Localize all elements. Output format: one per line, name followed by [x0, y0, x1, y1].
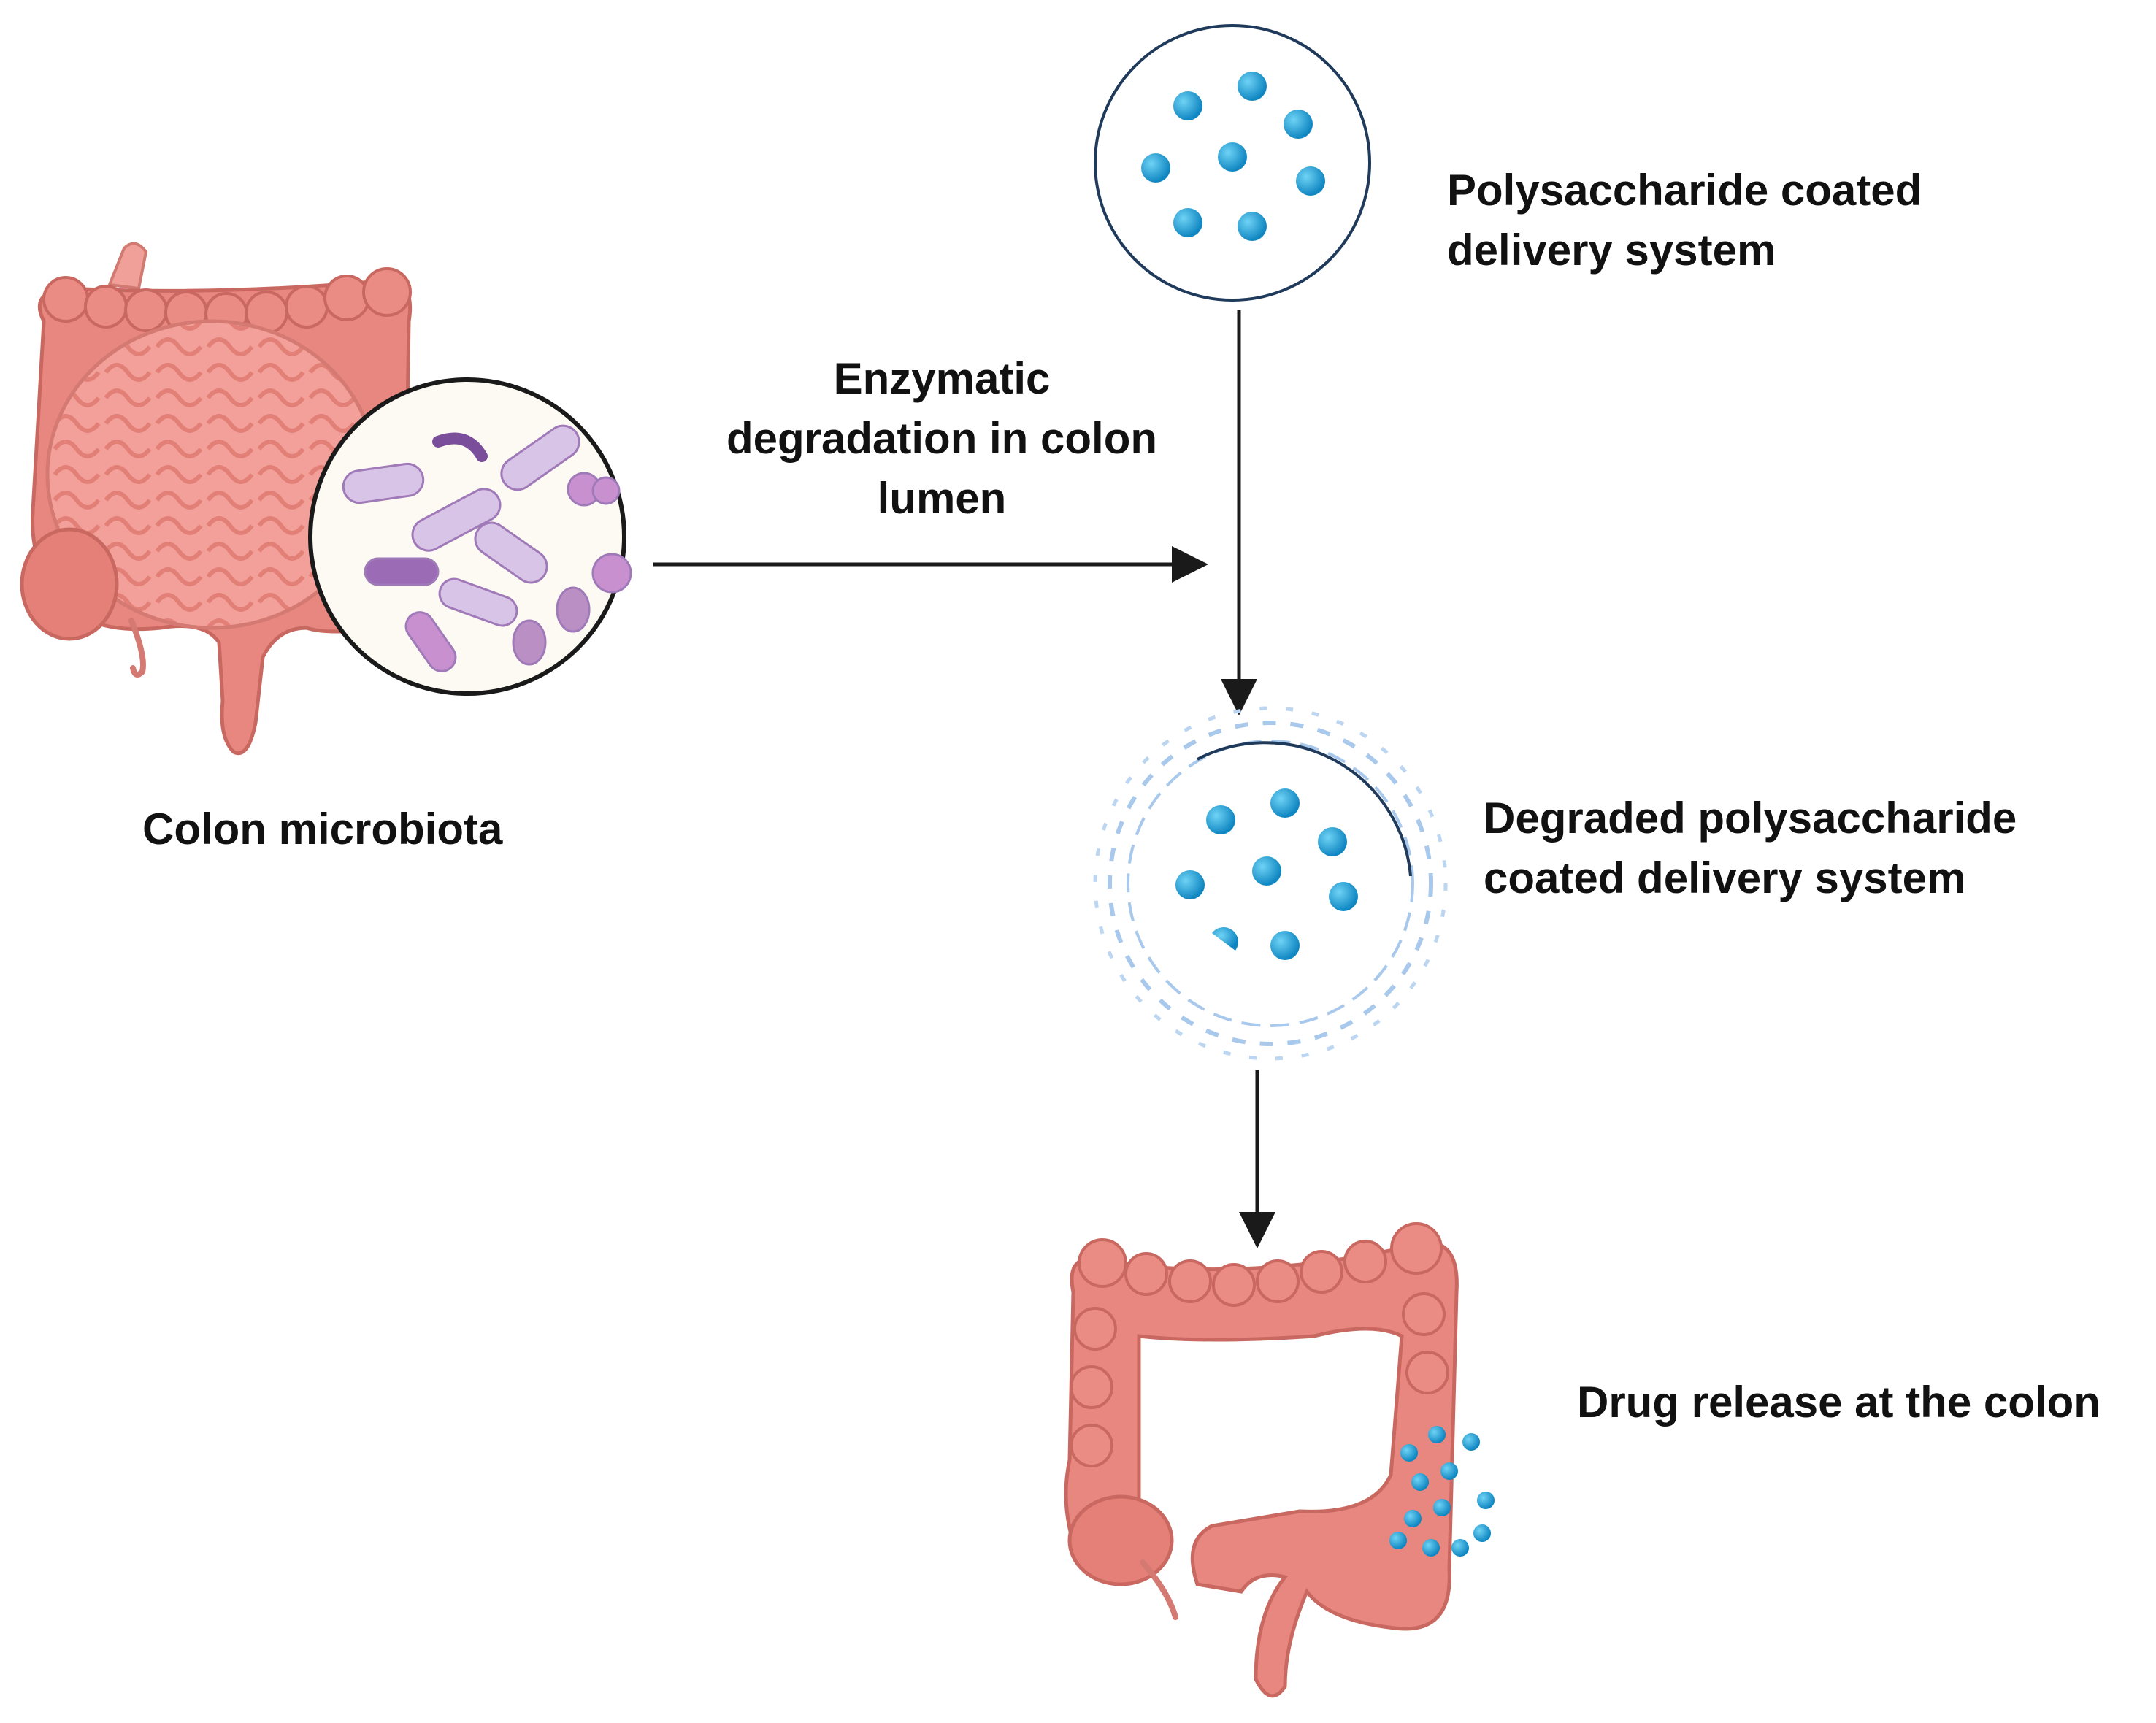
- microbe-magnifier-icon: [308, 377, 632, 696]
- label-colon-microbiota: Colon microbiota: [142, 799, 502, 859]
- label-line: Enzymatic: [833, 354, 1051, 403]
- intestine-icon: [20, 242, 413, 755]
- label-enzymatic-degradation: Enzymatic degradation in colon lumen: [642, 349, 1241, 529]
- label-line: coated delivery system: [1484, 853, 1966, 902]
- label-line: Degraded polysaccharide: [1484, 794, 2017, 843]
- label-degraded-polysaccharide: Degraded polysaccharide coated delivery …: [1484, 788, 2017, 908]
- label-line: degradation in colon: [726, 414, 1157, 463]
- capsule-icon: [1094, 24, 1371, 302]
- colon-icon: [1064, 1222, 1495, 1698]
- label-drug-release: Drug release at the colon: [1577, 1373, 2101, 1432]
- label-polysaccharide-coated: Polysaccharide coated delivery system: [1447, 161, 1922, 280]
- label-line: delivery system: [1447, 226, 1776, 275]
- degraded-capsule-icon: [1093, 706, 1448, 1061]
- label-line: Drug release at the colon: [1577, 1378, 2101, 1427]
- label-line: lumen: [877, 474, 1007, 523]
- label-line: Polysaccharide coated: [1447, 166, 1922, 215]
- label-line: Colon microbiota: [142, 805, 503, 853]
